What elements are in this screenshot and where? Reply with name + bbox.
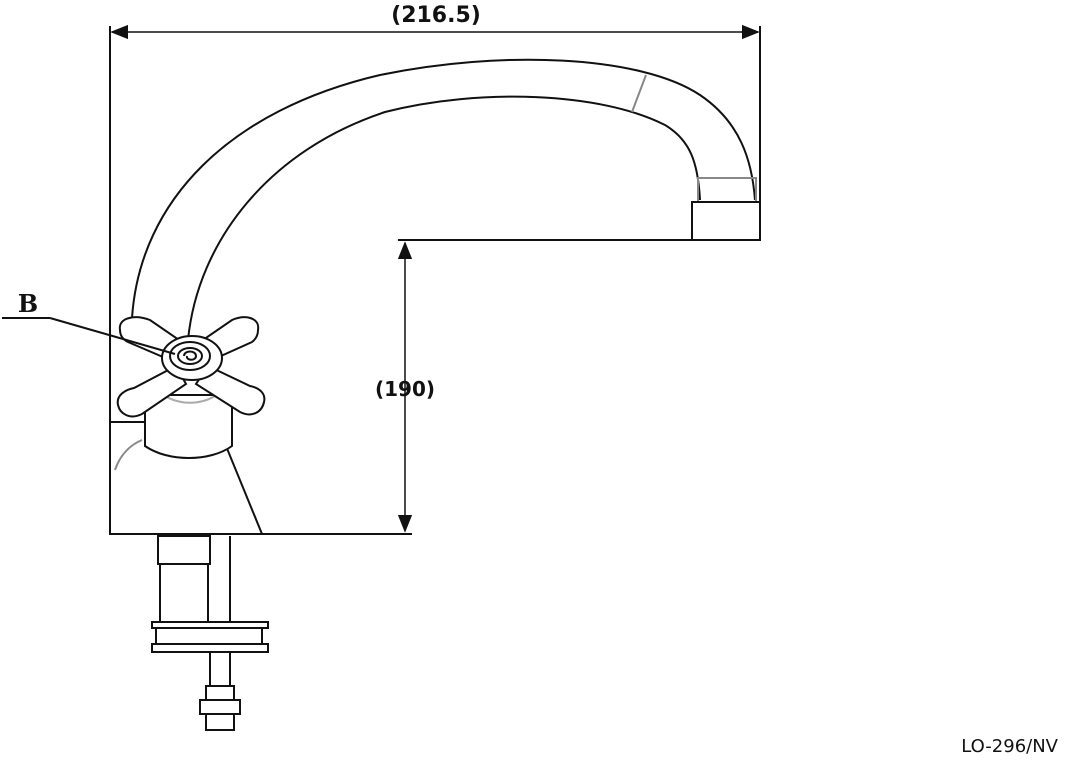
supply-pipe bbox=[209, 651, 231, 687]
faucet-body bbox=[109, 394, 264, 535]
spout-joint-line bbox=[631, 74, 647, 113]
shank-upper-ring bbox=[157, 535, 211, 565]
pipe-nut-upper bbox=[205, 685, 235, 701]
height-dimension: (190) bbox=[262, 239, 692, 535]
handle-collar bbox=[144, 394, 233, 459]
spout-inner-curve bbox=[187, 95, 701, 341]
cross-handle bbox=[116, 316, 266, 418]
spout bbox=[131, 58, 761, 341]
mounting-shank bbox=[151, 535, 269, 731]
handle-cap-inner bbox=[177, 347, 203, 365]
callout-b-leader bbox=[49, 317, 176, 355]
spout-aerator-ring bbox=[697, 177, 757, 203]
fixing-plate bbox=[151, 643, 269, 653]
pipe-connector bbox=[205, 713, 235, 731]
body-highlight bbox=[114, 439, 143, 471]
height-dimension-label: (190) bbox=[375, 377, 435, 401]
callout-b-label: B bbox=[18, 289, 38, 318]
callout-b: B bbox=[2, 289, 176, 355]
locking-nut bbox=[155, 627, 263, 645]
model-code: LO-296/NV bbox=[961, 736, 1058, 757]
handle-cap-swirl bbox=[183, 350, 198, 361]
spout-outer-curve bbox=[131, 58, 756, 319]
spout-aerator bbox=[691, 201, 761, 241]
width-dimension-label: (216.5) bbox=[391, 3, 481, 28]
collar-shade bbox=[164, 395, 216, 404]
shank-tube bbox=[159, 563, 209, 623]
pipe-nut-lower bbox=[199, 699, 241, 715]
